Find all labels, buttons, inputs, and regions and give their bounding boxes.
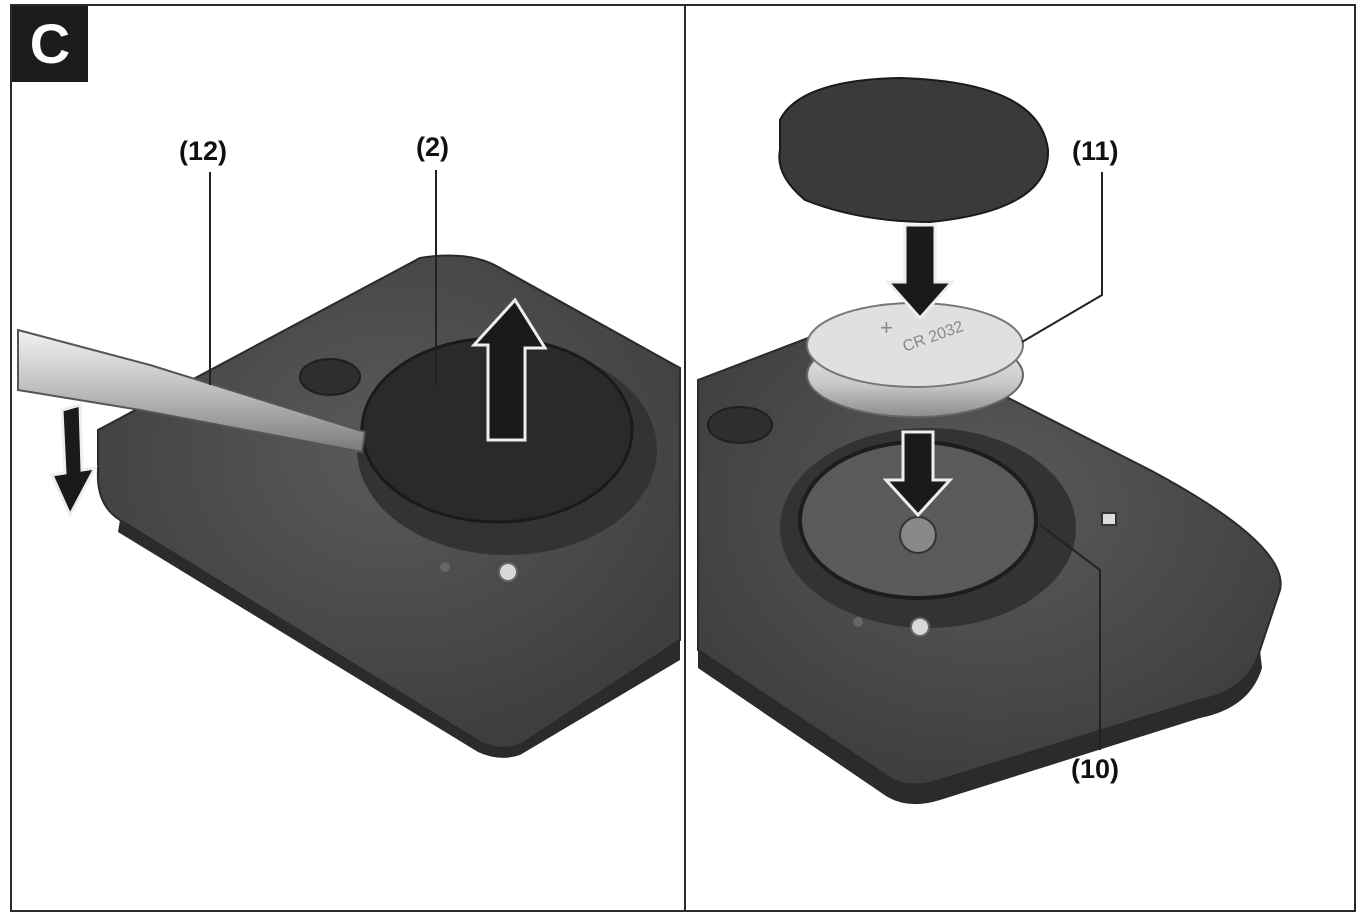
figure-label: C [12, 6, 88, 82]
arrow-insert-cover [884, 223, 956, 321]
callout-12: (12) [179, 136, 228, 166]
callout-2: (2) [416, 132, 449, 162]
screw [498, 562, 518, 582]
panel-divider [684, 4, 686, 912]
led-right [853, 617, 863, 627]
sensor-hole [1101, 512, 1117, 526]
screw-right [910, 617, 930, 637]
arrow-press-down [49, 403, 98, 519]
left-device [96, 254, 681, 758]
arrow-lift-cover [470, 297, 548, 442]
removed-cover [778, 76, 1050, 224]
spring-contact [899, 516, 937, 554]
leader-line-10 [1039, 524, 1101, 750]
button-hole [299, 358, 361, 396]
button-hole-right [707, 406, 773, 444]
led [440, 562, 450, 572]
coin-cell: + CR 2032 [806, 302, 1024, 418]
polarity-mark: + [880, 315, 893, 340]
callout-11: (11) [1072, 136, 1119, 166]
arrow-insert-battery [882, 430, 954, 518]
callout-10: (10) [1071, 754, 1120, 784]
screwdriver [17, 328, 367, 454]
right-device [697, 318, 1282, 805]
leader-line-11 [1021, 172, 1103, 343]
